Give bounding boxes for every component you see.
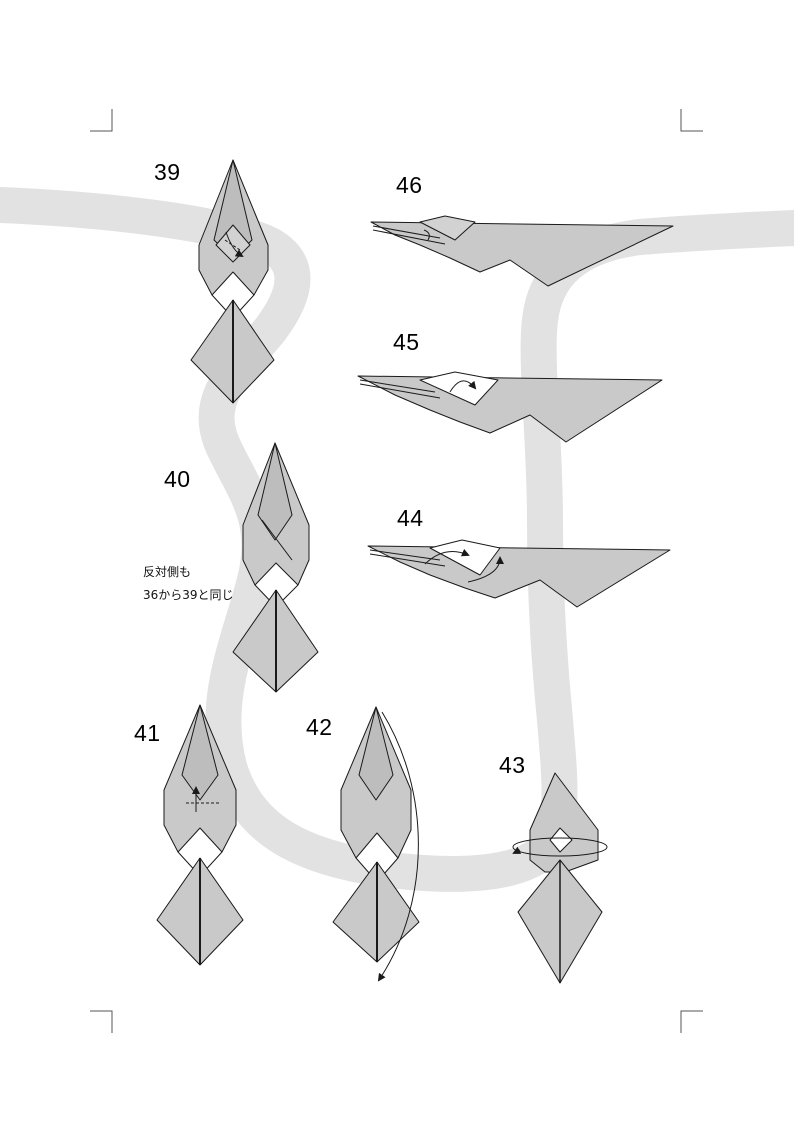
step-number-39: 39 (154, 159, 181, 185)
instruction-note: 反対側も 36から39と同じ (143, 561, 234, 607)
step-45-figure (357, 371, 663, 443)
step-43-figure (512, 772, 608, 984)
crop-mark-top-right (680, 109, 703, 132)
step-40-figure (232, 442, 319, 693)
step-number-40: 40 (164, 466, 191, 492)
instruction-note-line-2: 36から39と同じ (143, 588, 234, 602)
step-39-figure (190, 159, 275, 404)
step-46-figure (370, 215, 674, 287)
step-number-42: 42 (306, 714, 333, 740)
step-number-41: 41 (134, 720, 161, 746)
step-number-46: 46 (396, 172, 423, 198)
step-42-figure (332, 706, 420, 982)
crop-mark-bottom-right (680, 1010, 703, 1033)
step-41-figure (156, 704, 244, 966)
instruction-note-line-1: 反対側も (143, 565, 192, 579)
crop-marks (90, 109, 703, 1033)
crop-mark-bottom-left (90, 1010, 113, 1033)
step-number-43: 43 (499, 752, 526, 778)
crop-mark-top-left (90, 109, 113, 132)
step-number-44: 44 (397, 505, 424, 531)
step-44-figure (367, 539, 671, 608)
step-number-45: 45 (393, 329, 420, 355)
